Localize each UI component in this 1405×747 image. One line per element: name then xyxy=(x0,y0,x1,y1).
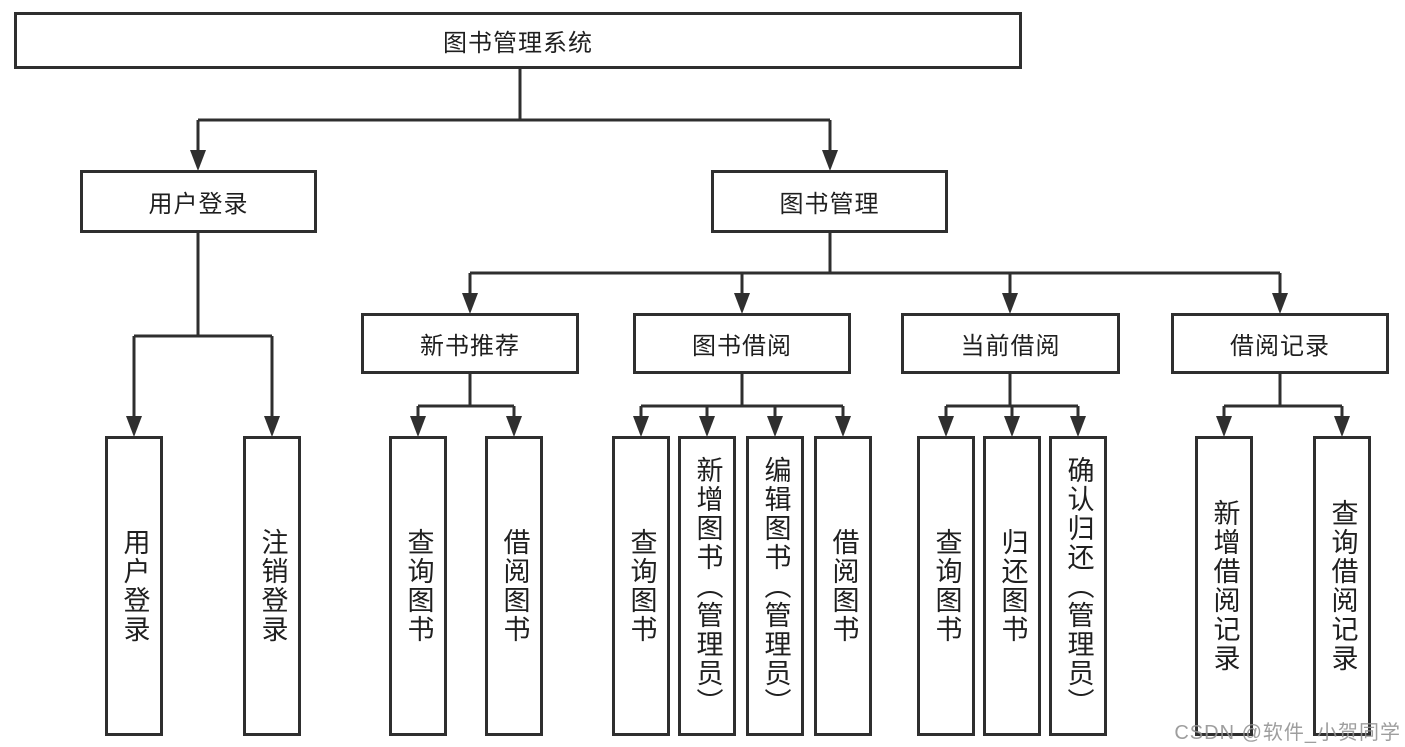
node-book-management: 图书管理 xyxy=(711,170,948,233)
node-borrowing-records: 借阅记录 xyxy=(1171,313,1389,374)
node-label: 当前借阅 xyxy=(960,333,1061,360)
leaf-query-books-newrec: 查询图书 xyxy=(389,436,447,736)
node-label: 新增图书（管理员） xyxy=(692,455,723,717)
leaf-query-books-current: 查询图书 xyxy=(917,436,975,736)
connector-records-to-leaves xyxy=(1216,374,1350,437)
leaf-add-books-admin: 新增图书（管理员） xyxy=(678,436,736,736)
node-label: 查询图书 xyxy=(403,528,434,644)
node-label: 查询图书 xyxy=(931,528,962,644)
node-label: 用户登录 xyxy=(119,528,150,644)
leaf-edit-books-admin: 编辑图书（管理员） xyxy=(746,436,804,736)
node-book-borrowing: 图书借阅 xyxy=(633,313,851,374)
node-current-borrowing: 当前借阅 xyxy=(901,313,1120,374)
leaf-logout: 注销登录 xyxy=(243,436,301,736)
node-label: 图书借阅 xyxy=(692,333,792,360)
leaf-confirm-return-admin: 确认归还（管理员） xyxy=(1049,436,1107,736)
node-label: 借阅记录 xyxy=(1230,333,1330,360)
node-user-login: 用户登录 xyxy=(80,170,317,233)
leaf-user-login: 用户登录 xyxy=(105,436,163,736)
leaf-borrow-books: 借阅图书 xyxy=(814,436,872,736)
connector-root-to-level2 xyxy=(190,69,838,171)
node-label: 借阅图书 xyxy=(499,528,530,644)
leaf-query-borrow-record: 查询借阅记录 xyxy=(1313,436,1371,736)
node-label: 借阅图书 xyxy=(828,528,859,644)
leaf-query-books-borrow: 查询图书 xyxy=(612,436,670,736)
leaf-return-books: 归还图书 xyxy=(983,436,1041,736)
node-label: 归还图书 xyxy=(997,528,1028,644)
connector-newbooks-to-leaves xyxy=(410,374,522,437)
leaf-borrow-books-newrec: 借阅图书 xyxy=(485,436,543,736)
node-label: 编辑图书（管理员） xyxy=(760,455,791,717)
node-label: 查询借阅记录 xyxy=(1327,499,1358,673)
node-new-book-recommendation: 新书推荐 xyxy=(361,313,579,374)
node-label: 图书管理 xyxy=(779,191,880,218)
connector-userlogin-to-leaves xyxy=(126,233,280,437)
connector-currentborrow-to-leaves xyxy=(938,374,1086,437)
node-label: 确认归还（管理员） xyxy=(1063,455,1094,717)
leaf-add-borrow-record: 新增借阅记录 xyxy=(1195,436,1253,736)
connector-bookborrow-to-leaves xyxy=(633,374,851,437)
node-label: 新增借阅记录 xyxy=(1209,499,1240,673)
node-label: 注销登录 xyxy=(257,528,288,644)
node-library-system-root: 图书管理系统 xyxy=(14,12,1022,69)
node-label: 查询图书 xyxy=(626,528,657,644)
connector-bookmgmt-to-level3 xyxy=(462,233,1288,314)
node-label: 图书管理系统 xyxy=(443,30,593,57)
csdn-watermark: CSDN @软件_小贺同学 xyxy=(1174,722,1401,744)
node-label: 用户登录 xyxy=(148,191,249,218)
node-label: 新书推荐 xyxy=(420,333,520,360)
